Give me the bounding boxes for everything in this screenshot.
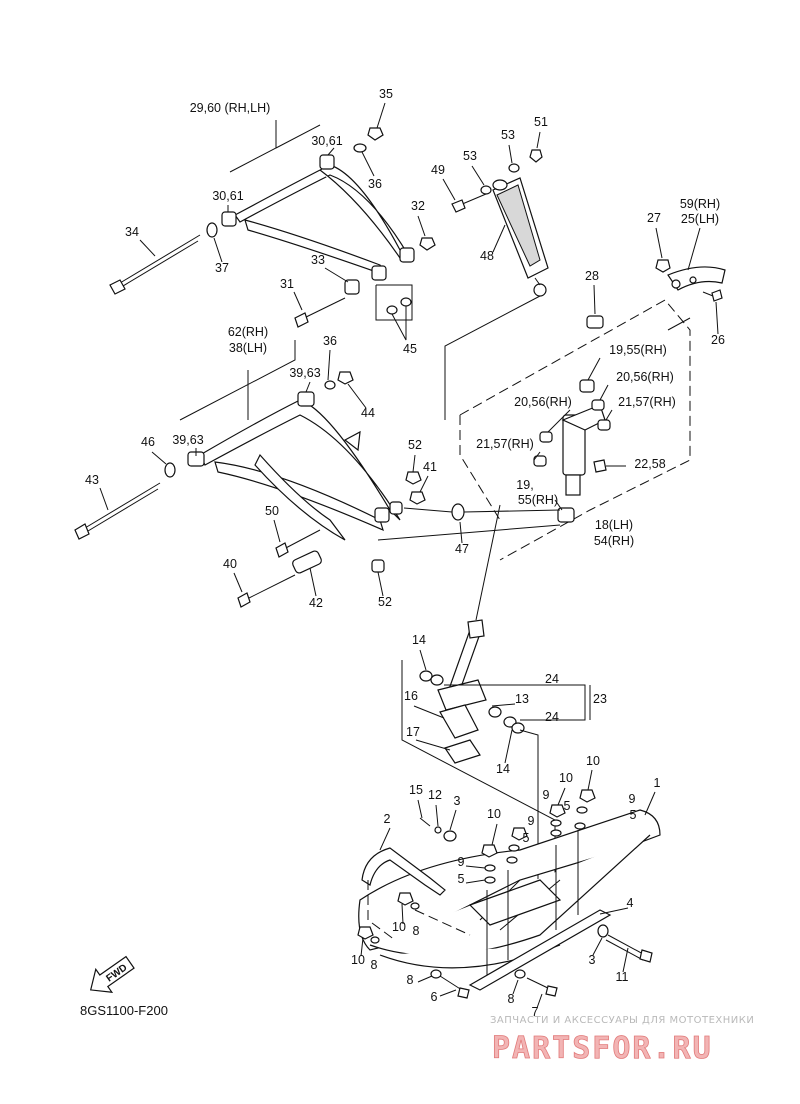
callout-c9d: 9 — [458, 855, 465, 869]
callout-c25: 25(LH) — [681, 212, 719, 226]
callout-c31: 31 — [280, 277, 294, 291]
callout-c23: 23 — [593, 692, 607, 706]
callout-c19b: 19, — [516, 478, 533, 492]
callout-c3963b: 39,63 — [172, 433, 203, 447]
callout-c1955a: 19,55(RH) — [609, 343, 667, 357]
callout-c54: 54(RH) — [594, 534, 634, 548]
callout-c37: 37 — [215, 261, 229, 275]
callout-c4: 4 — [627, 896, 634, 910]
callout-c24a: 24 — [545, 672, 559, 686]
shock-absorber — [444, 149, 549, 420]
callout-c2056a: 20,56(RH) — [616, 370, 674, 384]
callout-c3b: 3 — [589, 953, 596, 967]
callout-c8c: 8 — [407, 973, 414, 987]
callout-c9a: 9 — [543, 788, 550, 802]
callout-c53b: 53 — [463, 149, 477, 163]
callout-c5c: 5 — [523, 831, 530, 845]
callout-c10b: 10 — [559, 771, 573, 785]
callout-c11: 11 — [616, 970, 629, 984]
fwd-arrow-icon: FWD — [89, 955, 135, 993]
callout-c10e: 10 — [351, 953, 365, 967]
leader-lines — [99, 102, 719, 1009]
watermark-tagline: ЗАПЧАСТИ И АКСЕССУАРЫ ДЛЯ МОТОТЕХНИКИ — [490, 1015, 754, 1026]
callout-c10c: 10 — [487, 807, 501, 821]
callout-c44: 44 — [361, 406, 375, 420]
callout-c52a: 52 — [408, 438, 422, 452]
callout-c12: 12 — [428, 788, 442, 802]
callout-c13: 13 — [515, 692, 529, 706]
callout-c53a: 53 — [501, 128, 515, 142]
upper-arm-assembly — [109, 120, 436, 341]
callout-c2: 2 — [384, 812, 391, 826]
callout-c5b: 5 — [630, 808, 637, 822]
callout-c3a: 3 — [454, 794, 461, 808]
callout-c59: 59(RH) — [680, 197, 720, 211]
callout-c7: 7 — [532, 1005, 539, 1019]
callout-c29: 29,60 (RH,LH) — [190, 101, 271, 115]
callout-c46: 46 — [141, 435, 155, 449]
callout-c3963a: 39,63 — [289, 366, 320, 380]
callout-c6: 6 — [431, 990, 438, 1004]
callout-c2056b: 20,56(RH) — [514, 395, 572, 409]
callout-c27: 27 — [647, 211, 661, 225]
callout-c8b: 8 — [371, 958, 378, 972]
callout-c38: 38(LH) — [229, 341, 267, 355]
callout-c48: 48 — [480, 249, 494, 263]
callout-c9c: 9 — [528, 814, 535, 828]
callout-c3061b: 30,61 — [212, 189, 243, 203]
callout-c14a: 14 — [412, 633, 426, 647]
callout-c36a: 36 — [368, 177, 382, 191]
callout-c10a: 10 — [586, 754, 600, 768]
callout-c55b: 55(RH) — [518, 493, 558, 507]
callout-c8a: 8 — [413, 924, 420, 938]
callout-c35: 35 — [379, 87, 393, 101]
steering-column — [401, 504, 586, 890]
callout-c8d: 8 — [508, 992, 515, 1006]
callout-c41: 41 — [423, 460, 437, 474]
callout-c32: 32 — [411, 199, 425, 213]
callout-c5d: 5 — [458, 872, 465, 886]
callout-c24b: 24 — [545, 710, 559, 724]
callout-c10d: 10 — [392, 920, 406, 934]
callout-c51: 51 — [534, 115, 548, 129]
callout-c16: 16 — [404, 689, 418, 703]
spindle-assembly — [533, 315, 626, 523]
callout-c3061a: 30,61 — [311, 134, 342, 148]
callout-c18: 18(LH) — [595, 518, 633, 532]
callout-c2258: 22,58 — [634, 457, 665, 471]
ski-assembly — [357, 789, 661, 999]
callout-c40: 40 — [223, 557, 237, 571]
diagram-code: 8GS1100-F200 — [80, 1003, 168, 1018]
callout-c5a: 5 — [564, 799, 571, 813]
callout-c9b: 9 — [629, 792, 636, 806]
watermark-brand: PARTSFOR.RU — [492, 1031, 713, 1066]
callout-c17: 17 — [406, 725, 420, 739]
lower-arm-assembly — [74, 340, 561, 608]
callout-c34: 34 — [125, 225, 139, 239]
callout-c47: 47 — [455, 542, 469, 556]
callout-c26: 26 — [711, 333, 725, 347]
callout-c45: 45 — [403, 342, 417, 356]
callout-c2157b: 21,57(RH) — [476, 437, 534, 451]
callout-c52b: 52 — [378, 595, 392, 609]
callout-c15: 15 — [409, 783, 423, 797]
callout-c42: 42 — [309, 596, 323, 610]
steering-arm-assembly — [459, 259, 726, 561]
callout-c43: 43 — [85, 473, 99, 487]
callout-c14b: 14 — [496, 762, 510, 776]
callout-c62: 62(RH) — [228, 325, 268, 339]
callout-c28: 28 — [585, 269, 599, 283]
callout-c33: 33 — [311, 253, 325, 267]
callout-c1: 1 — [654, 776, 661, 790]
callout-c49: 49 — [431, 163, 445, 177]
callout-c2157a: 21,57(RH) — [618, 395, 676, 409]
callout-c36b: 36 — [323, 334, 337, 348]
callout-labels: 29,60 (RH,LH)3530,613630,613437323331455… — [85, 87, 725, 1019]
callout-c50: 50 — [265, 504, 279, 518]
